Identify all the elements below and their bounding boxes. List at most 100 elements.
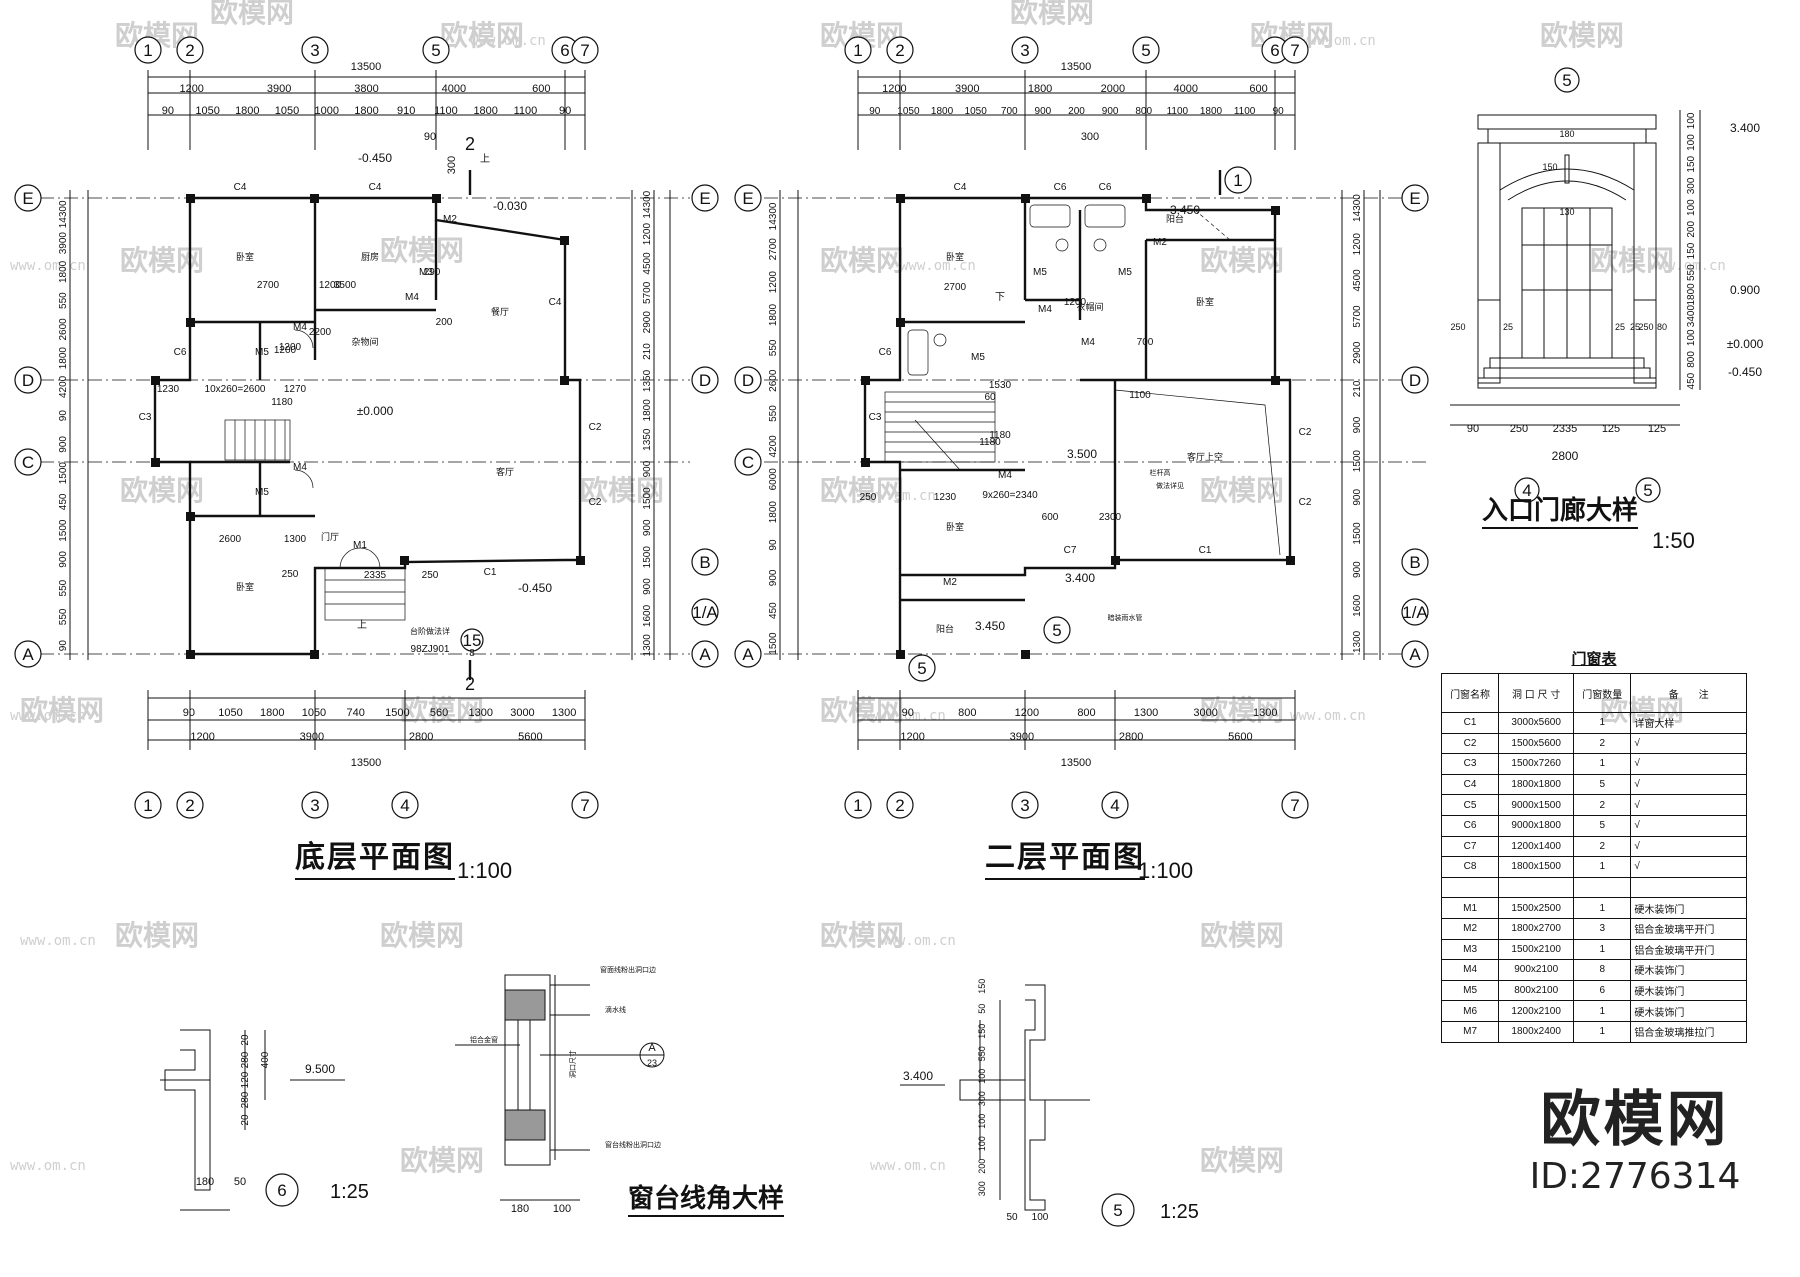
axis-bubble-label: 4 <box>1522 481 1531 500</box>
uf-dim-top: 200 <box>1068 106 1085 117</box>
axis-bubble-label: B <box>699 553 710 572</box>
gf-room-label: 餐厅 <box>491 306 509 317</box>
gf-label: 2335 <box>364 570 387 581</box>
gf-level: -0.030 <box>493 199 527 213</box>
gf-dim-right: 1500 <box>642 487 653 510</box>
sill-note: 窗台线粉出洞口边 <box>605 1140 661 1149</box>
schedule-cell: 8 <box>1573 959 1632 981</box>
axis-bubble-label: A <box>742 645 754 664</box>
watermark-text: 欧模网 <box>820 474 904 507</box>
uf-level: 3.500 <box>1067 447 1097 461</box>
uf-label: C1 <box>1199 545 1212 556</box>
uf-dim-right: 1600 <box>1352 594 1363 617</box>
detail-5-dim: 300 <box>977 1091 987 1106</box>
gf-dim-right: 1200 <box>642 223 653 246</box>
uf-dim-left: 1500 <box>768 632 779 655</box>
watermark-text: 欧模网 <box>1200 919 1284 952</box>
gf-dim-left: 900 <box>58 551 69 568</box>
gf-dim-total: 13500 <box>351 757 382 769</box>
uf-axis-top: 5 <box>1132 36 1160 64</box>
uf-dim-right: 2900 <box>1352 341 1363 364</box>
gf-dim-top: 90 <box>424 131 436 143</box>
schedule-cell: M7 <box>1440 1020 1500 1043</box>
porch-dim-right: 100 <box>1686 199 1697 216</box>
detail-6-dim: 50 <box>234 1176 246 1188</box>
schedule-cell: 1 <box>1573 712 1632 734</box>
axis-bubble-label: 1 <box>853 41 862 60</box>
detail-5-dim: 50 <box>977 1004 987 1014</box>
gf-dim-bottom: 1050 <box>302 707 326 719</box>
uf-dim-left: 1800 <box>768 501 779 524</box>
schedule-cell: 1 <box>1573 856 1632 878</box>
gf-level: -0.450 <box>358 151 392 165</box>
uf-dim-right: 5700 <box>1352 305 1363 328</box>
gf-axis-right: A <box>691 640 719 668</box>
detail-6-bubble: 6 <box>265 1173 299 1207</box>
uf-axis-right: D <box>1401 366 1429 394</box>
schedule-cell: √ <box>1630 732 1747 755</box>
watermark-text: 欧模网 <box>1200 474 1284 507</box>
schedule-cell: √ <box>1630 753 1747 775</box>
watermark-text: 欧模网 <box>1200 694 1284 727</box>
gf-section-mark: 2 <box>465 674 475 694</box>
gf-label: 上 <box>480 153 490 165</box>
gf-dim-left: 2600 <box>58 318 69 341</box>
gf-dim-top: 1800 <box>354 105 378 117</box>
schedule-cell: 1800x1800 <box>1498 773 1575 796</box>
watermark-text: 欧模网 <box>120 474 204 507</box>
schedule-cell: C7 <box>1440 835 1500 858</box>
schedule-cell: M6 <box>1440 1000 1500 1022</box>
gf-room-label: 厨房 <box>361 251 379 262</box>
uf-axis-top: 7 <box>1281 36 1309 64</box>
schedule-header-cell: 门窗名称 <box>1440 673 1500 713</box>
uf-dim-total: 13500 <box>1061 61 1092 73</box>
uf-dim-right: 900 <box>1352 416 1363 433</box>
uf-dim-right: 900 <box>1352 489 1363 506</box>
gf-label: 2700 <box>257 280 280 291</box>
watermark-text: 欧模网 <box>440 19 524 52</box>
uf-label: 1200 <box>1064 297 1087 308</box>
porch-dim-small: 25 <box>1503 322 1513 332</box>
uf-label: 2700 <box>944 282 967 293</box>
uf-dim-left: 550 <box>768 405 779 422</box>
axis-bubble-label: 3 <box>1020 41 1029 60</box>
gf-dim-right: 1350 <box>642 428 653 451</box>
watermark-text: 欧模网 <box>820 919 904 952</box>
axis-bubble-label: 7 <box>1290 41 1299 60</box>
schedule-cell: C3 <box>1440 753 1500 775</box>
gf-dim-top: 300 <box>446 156 458 174</box>
watermark-url: www.om.cn <box>1300 33 1376 49</box>
uf-label: 1100 <box>1129 390 1151 401</box>
uf-label: 1180 <box>989 430 1011 441</box>
porch-detail-title: 入口门廊大样 <box>1482 490 1639 529</box>
porch-level: 3.400 <box>1730 121 1760 135</box>
sill-ref: A <box>648 1042 656 1054</box>
schedule-cell: √ <box>1630 773 1747 796</box>
uf-dim-top: 1800 <box>1200 106 1223 117</box>
axis-bubble-label: 15 <box>463 631 482 650</box>
watermark-url: www.om.cn <box>870 1158 946 1174</box>
gf-note: 98ZJ901 <box>411 644 450 655</box>
watermark-url: www.om.cn <box>1650 258 1726 274</box>
sill-dim: 100 <box>553 1203 571 1215</box>
uf-dim-top: 1800 <box>1028 83 1052 95</box>
gf-dim-left: 450 <box>58 493 69 510</box>
gf-detail-ref: 15 <box>460 628 484 652</box>
gf-dim-top: 910 <box>397 105 415 117</box>
brand-logo-id: ID:2776314 <box>1529 1156 1741 1197</box>
axis-bubble-label: D <box>22 371 34 390</box>
gf-dim-top: 3900 <box>267 83 291 95</box>
porch-dim-bottom: 2800 <box>1552 449 1579 463</box>
axis-bubble-label: 4 <box>1110 796 1119 815</box>
gf-label: M1 <box>353 540 367 551</box>
uf-dim-left: 2600 <box>768 369 779 392</box>
detail-6-dim: 400 <box>260 1051 271 1068</box>
watermark-text: 欧模网 <box>400 1144 484 1177</box>
axis-bubble-label: 1 <box>1233 171 1242 190</box>
schedule-cell: 5 <box>1573 773 1632 796</box>
gf-room-label: 客厅 <box>496 466 514 477</box>
